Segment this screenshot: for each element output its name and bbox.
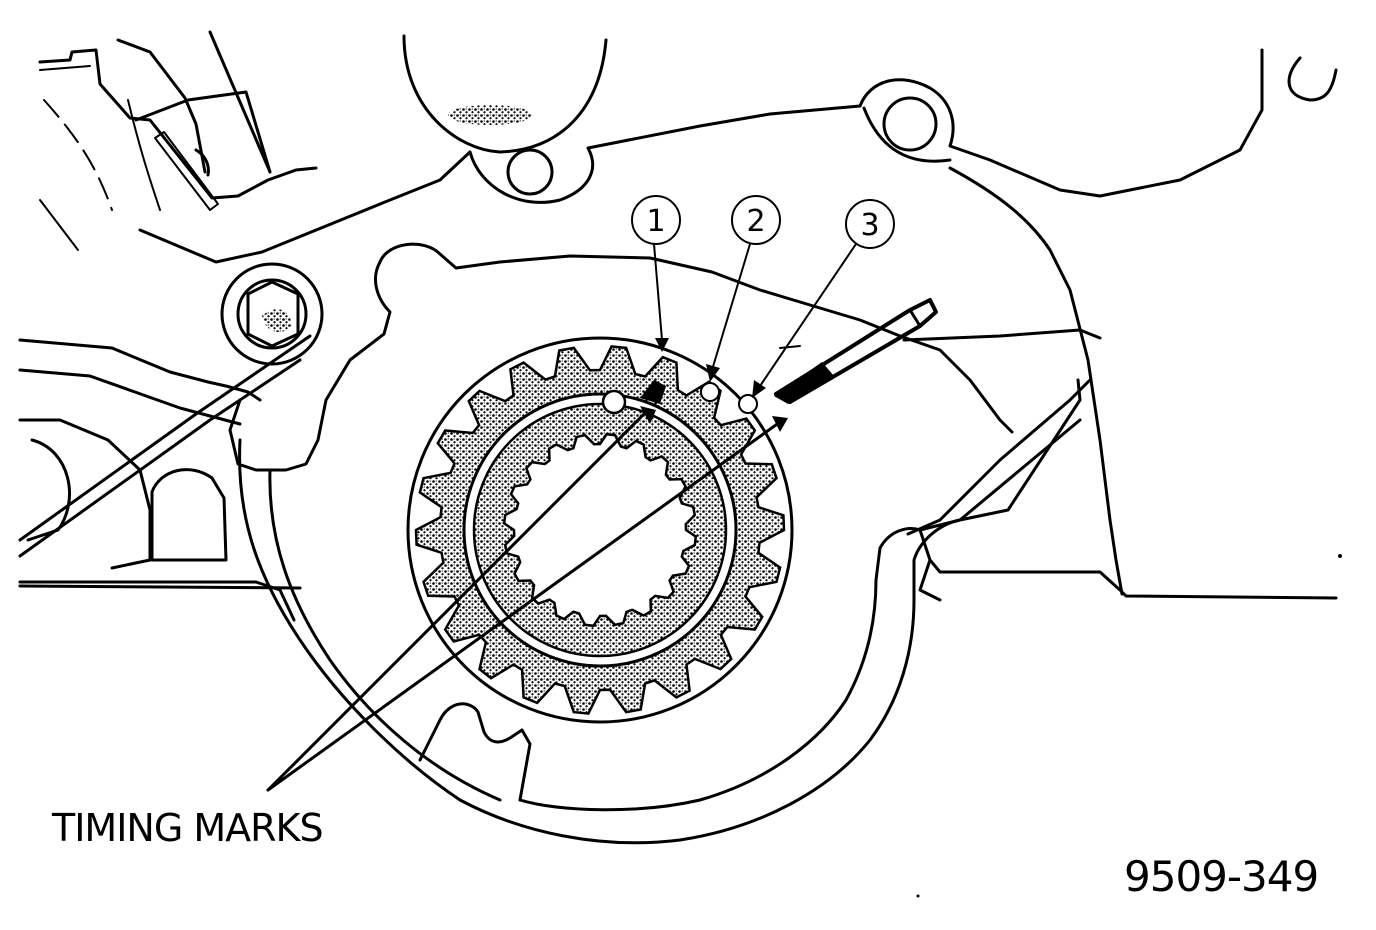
callout-2-number: 2 — [746, 204, 765, 239]
callout-1-number: 1 — [646, 204, 665, 239]
callout-3-number: 3 — [860, 208, 879, 243]
speck — [916, 894, 920, 898]
timing-mark-2 — [700, 382, 720, 402]
callout-3: 3 — [752, 199, 895, 398]
timing-mark-1 — [640, 380, 666, 404]
speck — [1338, 554, 1342, 558]
timing-mark-3 — [738, 394, 758, 414]
sprocket-timing-dot — [601, 389, 627, 415]
timing-marks-leaders — [266, 406, 788, 792]
callout-2: 2 — [706, 195, 781, 382]
figure-id: 9509-349 — [1124, 852, 1319, 901]
sprocket-bore — [502, 432, 698, 628]
callout-1: 1 — [631, 195, 681, 352]
callout-group: 1 2 3 — [631, 195, 895, 398]
timing-marks-label: TIMING MARKS — [52, 806, 324, 850]
engine-housing — [18, 30, 1338, 845]
crankshaft-sprocket — [406, 336, 794, 724]
